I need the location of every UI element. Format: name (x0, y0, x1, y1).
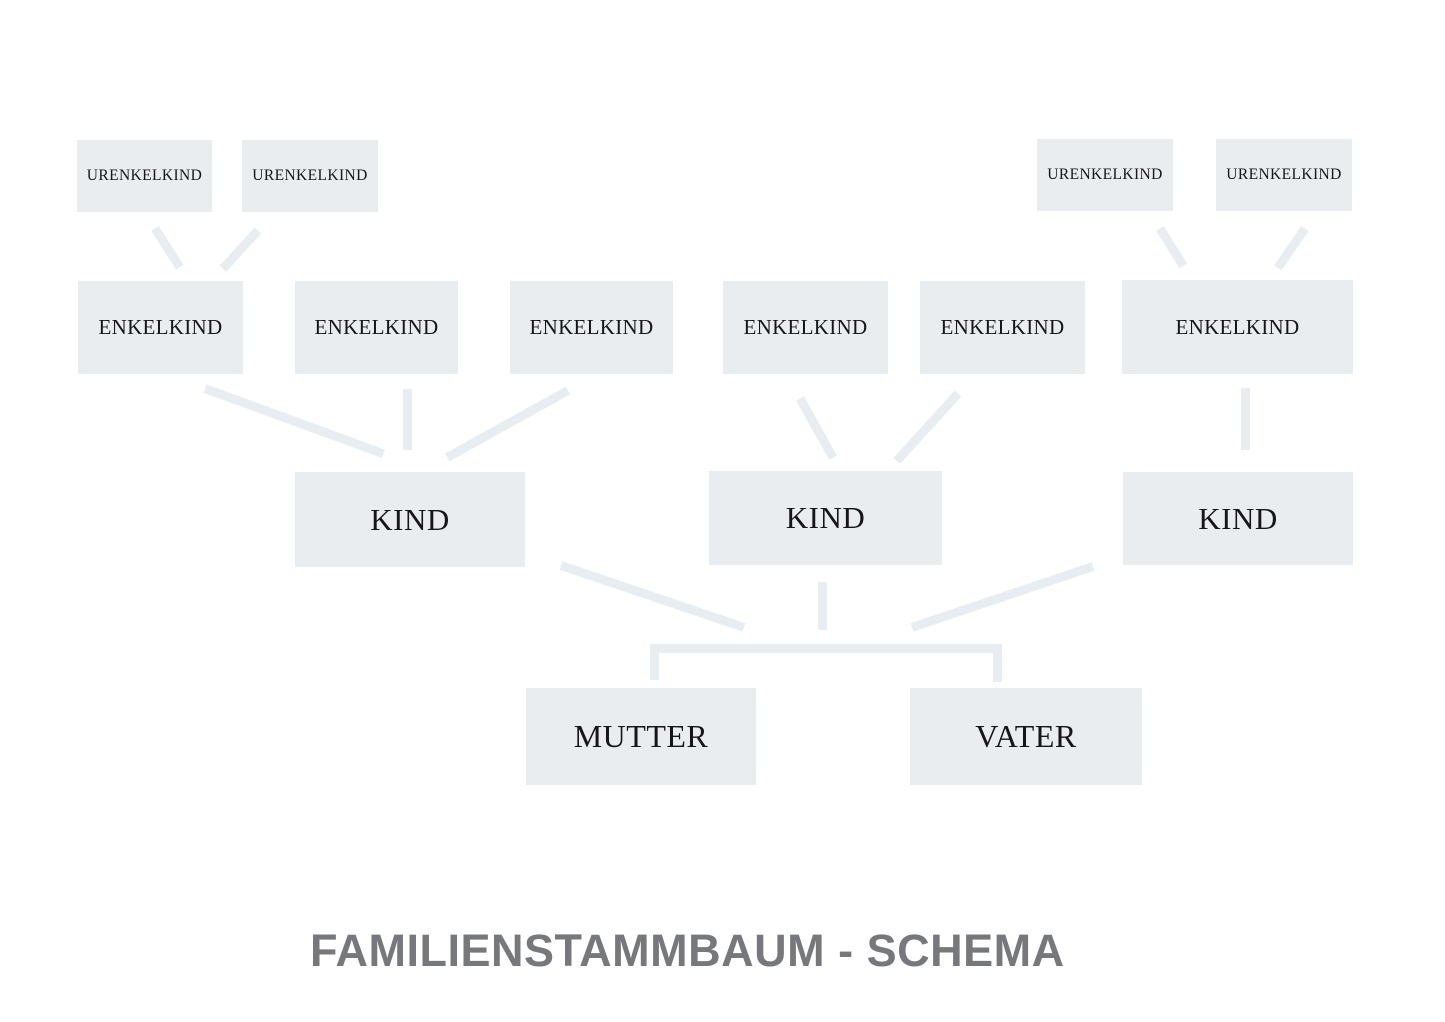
connector-urenkel4-enkel6 (1273, 225, 1309, 271)
connector-kind3-parents (910, 562, 1095, 632)
node-kind-3: KIND (1123, 472, 1353, 565)
node-urenkelkind-1: URENKELKIND (77, 140, 212, 212)
connector-urenkel1-enkel1 (151, 226, 184, 270)
connector-enkel2-kind1 (403, 389, 412, 450)
node-urenkelkind-2: URENKELKIND (242, 140, 378, 212)
node-enkelkind-4: ENKELKIND (723, 281, 888, 374)
diagram-title: FAMILIENSTAMMBAUM - SCHEMA (310, 925, 1065, 976)
parents-bracket-top (650, 644, 1002, 653)
connector-enkel4-kind2 (796, 396, 838, 461)
node-kind-1: KIND (295, 472, 525, 567)
connector-kind2-parents (818, 582, 827, 630)
node-enkelkind-2: ENKELKIND (295, 281, 458, 374)
connector-enkel6-kind3 (1241, 388, 1250, 450)
connector-enkel5-kind2 (893, 390, 962, 464)
node-urenkelkind-4: URENKELKIND (1216, 139, 1352, 211)
parents-bracket-left-stub (650, 644, 659, 680)
node-urenkelkind-3: URENKELKIND (1037, 139, 1173, 211)
node-enkelkind-3: ENKELKIND (510, 281, 673, 374)
node-mutter: MUTTER (526, 688, 756, 785)
node-enkelkind-5: ENKELKIND (920, 281, 1085, 374)
connector-urenkel2-enkel1 (219, 227, 262, 272)
connector-kind1-parents (559, 561, 746, 632)
connector-urenkel3-enkel6 (1156, 226, 1188, 269)
parents-bracket-right-stub (993, 644, 1002, 682)
connector-enkel3-kind1 (445, 386, 571, 462)
node-enkelkind-6: ENKELKIND (1122, 280, 1353, 374)
node-vater: VATER (910, 688, 1142, 785)
connector-enkel1-kind1 (203, 384, 385, 459)
node-enkelkind-1: ENKELKIND (78, 281, 243, 374)
node-kind-2: KIND (709, 471, 942, 565)
